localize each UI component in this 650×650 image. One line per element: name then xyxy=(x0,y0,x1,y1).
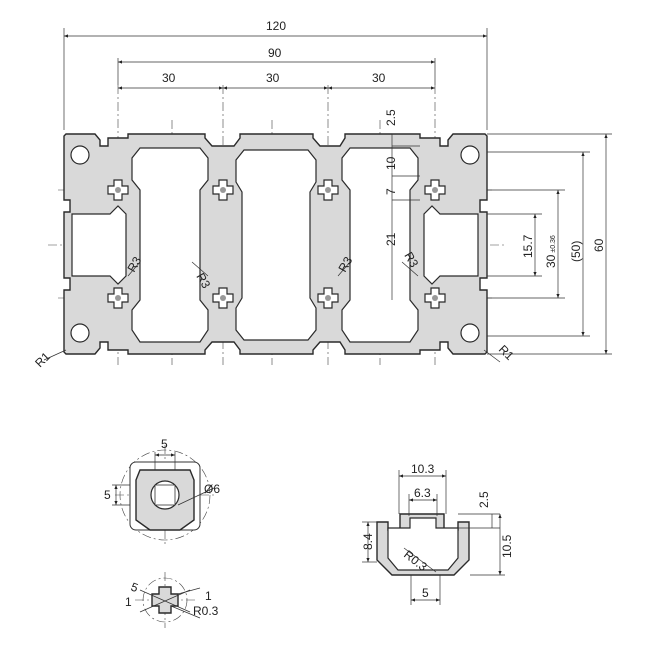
core-detail-height: 5 xyxy=(104,488,111,502)
radius-inner-4: R3 xyxy=(401,250,421,271)
dim-width-inner: 90 xyxy=(268,46,282,60)
corner-hole-tr xyxy=(460,145,480,165)
radius-corner-right: R1 xyxy=(496,342,517,363)
dim-pitch-3: 30 xyxy=(372,71,386,85)
corner-hole-br xyxy=(460,323,480,343)
slot-detail-lip: 2.5 xyxy=(477,491,491,508)
dim-width-overall: 120 xyxy=(266,19,286,33)
main-profile-view: 120 90 30 30 30 60 (50) 30±0.36 1 xyxy=(32,19,612,370)
core-detail-bore: Ø6 xyxy=(204,482,220,496)
cross-detail-offset-b: 1 xyxy=(125,595,132,609)
radius-corner-left: R1 xyxy=(32,349,53,370)
dim-height-overall: 60 xyxy=(592,238,606,252)
dimension-lines-right xyxy=(391,133,612,355)
dim-core-offset: 7 xyxy=(384,188,398,195)
cavity-right-side xyxy=(423,205,479,285)
cavity-left xyxy=(131,147,209,343)
cavity-left-side xyxy=(71,205,127,285)
dimension-lines-top xyxy=(63,28,488,130)
cross-detail-radius: R0.3 xyxy=(193,604,219,618)
cross-detail-offset-a: 1 xyxy=(205,589,212,603)
core-detail-width: 5 xyxy=(161,437,168,451)
radius-inner-3: R3 xyxy=(335,254,355,275)
dim-pitch-vertical-value: 30 xyxy=(544,254,558,268)
dim-slot-depth: 10 xyxy=(384,156,398,170)
slot-detail-side: 8.4 xyxy=(361,533,375,550)
corner-hole-bl xyxy=(70,323,90,343)
dim-core-span: 21 xyxy=(384,232,398,246)
dim-pitch-vertical-tol: ±0.36 xyxy=(550,235,557,253)
radius-inner-2: R3 xyxy=(193,271,213,292)
slot-detail-depth: 10.5 xyxy=(500,534,514,558)
cavity-center xyxy=(235,149,317,341)
slot-detail-top-width: 10.3 xyxy=(411,462,435,476)
slot-detail-view xyxy=(362,470,505,605)
core-nodes xyxy=(107,179,446,309)
dim-pitch-1: 30 xyxy=(162,71,176,85)
cross-detail-view xyxy=(135,572,201,628)
core-detail-view xyxy=(112,445,215,545)
dim-pitch-vertical: 30±0.36 xyxy=(544,235,558,268)
dim-height-ref: (50) xyxy=(569,241,583,262)
slot-detail-opening: 6.3 xyxy=(414,486,431,500)
dim-slot-inner-height: 15.7 xyxy=(521,234,535,258)
cavity-right xyxy=(341,147,419,343)
cross-detail-size: 5 xyxy=(129,580,140,596)
radius-inner-1: R3 xyxy=(124,254,144,275)
dim-slot-top-lip: 2.5 xyxy=(384,109,398,126)
slot-detail-bottom: 5 xyxy=(422,586,429,600)
dim-pitch-2: 30 xyxy=(266,71,280,85)
corner-hole-tl xyxy=(70,145,90,165)
